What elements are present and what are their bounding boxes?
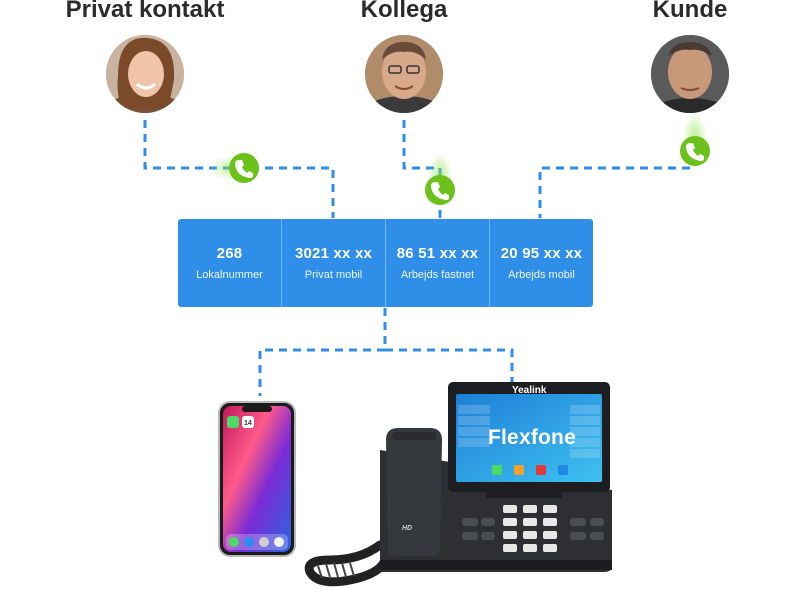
number-panel: 268 Lokalnummer 3021 xx xx Privat mobil … [178,219,593,307]
mobile-phone [219,402,295,556]
person-label-privat: Privat kontakt [66,0,225,24]
phone-call-icon [425,152,455,205]
connector-kunde [540,140,690,218]
hd-mark: HD [402,525,412,532]
desk-phone-brand: Yealink [512,385,546,396]
number-cell: 20 95 xx xx Arbejds mobil [490,219,593,307]
number-label: Arbejds fastnet [401,269,474,281]
number-label: Arbejds mobil [508,269,575,281]
desk-phone-screen-logo: Flexfone [488,426,576,450]
number-value: 3021 xx xx [295,245,372,262]
number-cell: 86 51 xx xx Arbejds fastnet [386,219,490,307]
person-label-kunde: Kunde [653,0,728,24]
number-label: Lokalnummer [196,269,263,281]
avatar-privat-kontakt [100,30,190,130]
number-value: 20 95 xx xx [501,245,582,262]
calendar-icon: 14 [244,420,252,427]
number-cell: 268 Lokalnummer [178,219,282,307]
phone-call-icon [208,153,260,183]
person-label-kollega: Kollega [361,0,448,24]
desk-phone [309,382,612,582]
number-cell: 3021 xx xx Privat mobil [282,219,386,307]
number-value: 86 51 xx xx [397,245,478,262]
number-value: 268 [217,245,243,262]
phone-call-icon [680,113,710,166]
number-label: Privat mobil [305,269,362,281]
